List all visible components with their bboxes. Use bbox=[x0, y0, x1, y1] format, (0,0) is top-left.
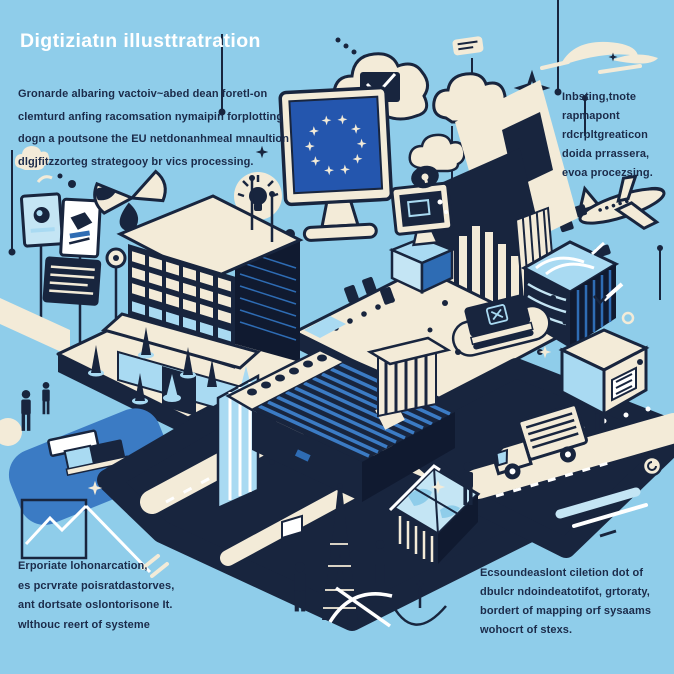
book bbox=[464, 294, 534, 350]
airplane-windows bbox=[598, 199, 629, 212]
text-line: ant dortsate oslontorisone It. bbox=[18, 599, 173, 611]
slash-marks bbox=[590, 241, 635, 325]
padlock-icon bbox=[411, 165, 439, 189]
chevron-marks bbox=[141, 554, 169, 578]
map-roof-house bbox=[388, 464, 481, 564]
booth-tower bbox=[366, 336, 452, 418]
line-chart-frame bbox=[20, 498, 152, 574]
abstract-lines bbox=[555, 487, 648, 538]
eu-monitor bbox=[278, 85, 394, 242]
lightbulb-icon bbox=[234, 172, 282, 220]
paragraph-top-left: Gronarde albaring vactoiv~abed dean fore… bbox=[18, 83, 289, 173]
text-line: rdcrpltgreaticon bbox=[562, 129, 648, 141]
text-line: Inbsting,tnote bbox=[562, 91, 637, 103]
page-title: Digtiziatın illusttratration bbox=[20, 30, 261, 52]
text-line: dlgjfitzzorteg strategooy br vics proces… bbox=[18, 155, 254, 168]
striped-panel bbox=[42, 256, 102, 306]
signboard-1 bbox=[20, 192, 64, 248]
eu-flag-screen bbox=[288, 95, 384, 195]
monitor-pedestal bbox=[388, 236, 456, 294]
butterfly-icon bbox=[93, 169, 167, 233]
text-line: bordert of mapping orf sysaams bbox=[480, 605, 652, 617]
airplane bbox=[577, 174, 666, 231]
small-monitor bbox=[390, 181, 454, 247]
text-line: dogn a poutsone the EU netdonanhmeal mna… bbox=[18, 133, 290, 145]
data-center-building bbox=[216, 348, 455, 510]
whoosh-cloud bbox=[540, 41, 658, 74]
curved-paths bbox=[328, 579, 447, 628]
text-line: Erporiate lohonarcation, bbox=[18, 560, 148, 572]
text-line: Ecsoundeaslont ciletion dot of bbox=[480, 567, 644, 579]
cloud-left-small bbox=[14, 146, 53, 183]
text-line: evoa procezsing. bbox=[562, 167, 653, 179]
text-line: rapmapont bbox=[562, 110, 620, 122]
text-line: wohocrt of stexs. bbox=[480, 624, 573, 636]
cloud-blob bbox=[0, 418, 22, 446]
text-line: doida prrassera, bbox=[562, 148, 650, 160]
cloud-small bbox=[408, 133, 466, 173]
printer-box bbox=[558, 328, 650, 417]
paragraph-bottom-left: Erporiate lohonarcation, es pcrvrate poi… bbox=[18, 557, 174, 635]
swirl-icon bbox=[641, 455, 663, 477]
delivery-truck bbox=[493, 403, 588, 480]
text-line: es pcrvrate poisratdastorves, bbox=[18, 579, 175, 592]
signboard-2 bbox=[59, 197, 102, 259]
office-building bbox=[100, 175, 304, 416]
text-line: clemturd anfing racomsation nymaipin for… bbox=[18, 110, 284, 123]
road-left-stub bbox=[0, 298, 70, 356]
paragraph-bottom-right: Ecsoundeaslont ciletion dot of dbulcr nd… bbox=[480, 564, 651, 640]
text-line: dbulcr ndoindeatotifot, grtoraty, bbox=[480, 586, 650, 598]
text-line: wlthouc reert of systeme bbox=[18, 618, 150, 631]
books bbox=[47, 429, 130, 476]
signpost bbox=[281, 514, 303, 566]
paragraph-top-right: Inbsting,tnote rapmapont rdcrpltgreatico… bbox=[562, 88, 653, 183]
text-line: Gronarde albaring vactoiv~abed dean fore… bbox=[18, 88, 268, 100]
